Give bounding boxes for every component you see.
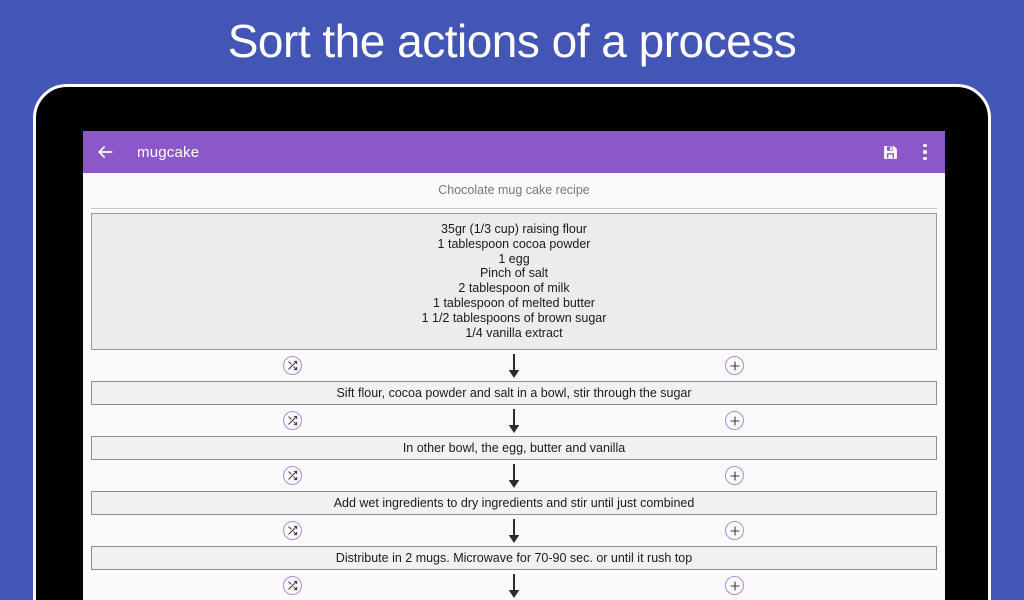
step-text: In other bowl, the egg, butter and vanil… <box>402 441 626 456</box>
connector-row <box>91 350 937 381</box>
connector-row <box>91 460 937 491</box>
step-text: Distribute in 2 mugs. Microwave for 70-9… <box>335 551 693 566</box>
ingredient-line: 1 1/2 tablespoons of brown sugar <box>421 310 607 325</box>
plus-icon <box>729 361 740 371</box>
shuffle-icon <box>288 471 298 481</box>
shuffle-icon <box>288 361 298 371</box>
arrow-left-icon <box>98 146 113 158</box>
back-button[interactable] <box>95 142 115 162</box>
overflow-menu-button[interactable] <box>919 142 931 163</box>
plus-icon <box>729 471 740 481</box>
app-bar: mugcake <box>83 131 945 173</box>
shuffle-button[interactable] <box>283 356 302 376</box>
plus-icon <box>729 581 740 591</box>
shuffle-button[interactable] <box>283 411 302 431</box>
app-bar-right-group <box>882 142 931 163</box>
ingredient-line: 1/4 vanilla extract <box>465 325 563 340</box>
plus-icon <box>729 416 740 426</box>
title-divider <box>91 208 937 209</box>
arrow-down-icon <box>508 519 520 544</box>
ingredient-line: 1 tablespoon of melted butter <box>433 295 595 310</box>
shuffle-button[interactable] <box>283 521 302 541</box>
app-bar-left-group: mugcake <box>95 142 199 162</box>
ingredient-line: 35gr (1/3 cup) raising flour <box>441 222 587 236</box>
shuffle-button[interactable] <box>283 576 302 596</box>
save-button[interactable] <box>882 144 899 161</box>
add-step-button[interactable] <box>725 356 744 376</box>
ingredient-line: 1 egg <box>498 251 530 266</box>
recipe-title: Chocolate mug cake recipe <box>438 183 590 197</box>
ingredients-box[interactable]: 35gr (1/3 cup) raising flour 1 tablespoo… <box>91 213 937 351</box>
more-vertical-icon-dot <box>923 143 927 148</box>
step-row[interactable]: Distribute in 2 mugs. Microwave for 70-9… <box>91 546 937 571</box>
step-text: Add wet ingredients to dry ingredients a… <box>333 496 695 511</box>
shuffle-icon <box>288 416 298 426</box>
more-vertical-icon-dot <box>923 156 927 161</box>
add-step-button[interactable] <box>725 466 744 486</box>
floppy-save-icon <box>884 145 897 159</box>
app-bar-title: mugcake <box>137 143 200 161</box>
add-step-button[interactable] <box>725 521 744 541</box>
shuffle-button[interactable] <box>283 466 302 486</box>
shuffle-icon <box>288 581 298 591</box>
recipe-title-row: Chocolate mug cake recipe <box>87 173 941 203</box>
step-text: Sift flour, cocoa powder and salt in a b… <box>336 386 692 401</box>
step-row[interactable]: Sift flour, cocoa powder and salt in a b… <box>91 381 937 406</box>
recipe-scroll-area[interactable]: Chocolate mug cake recipe 35gr (1/3 cup)… <box>83 173 945 600</box>
ingredient-line: Pinch of salt <box>479 266 549 281</box>
connector-row <box>91 515 937 546</box>
step-row[interactable]: In other bowl, the egg, butter and vanil… <box>91 436 937 461</box>
promo-headline: Sort the actions of a process <box>227 15 797 67</box>
ingredient-line: 2 tablespoon of milk <box>458 281 570 296</box>
plus-icon <box>729 526 740 536</box>
arrow-down-icon <box>508 574 520 599</box>
more-vertical-icon-dot <box>923 150 927 154</box>
add-step-button[interactable] <box>725 411 744 431</box>
step-row[interactable]: Add wet ingredients to dry ingredients a… <box>91 491 937 516</box>
arrow-down-icon <box>508 464 520 489</box>
arrow-down-icon <box>508 409 520 434</box>
app-screen: mugcake <box>83 131 945 600</box>
connector-row <box>91 405 937 436</box>
connector-row <box>91 570 937 600</box>
ingredient-line: 1 tablespoon cocoa powder <box>437 236 591 251</box>
tablet-device-frame: mugcake <box>33 84 991 600</box>
shuffle-icon <box>288 526 298 536</box>
arrow-down-icon <box>508 354 520 379</box>
add-step-button[interactable] <box>725 576 744 596</box>
